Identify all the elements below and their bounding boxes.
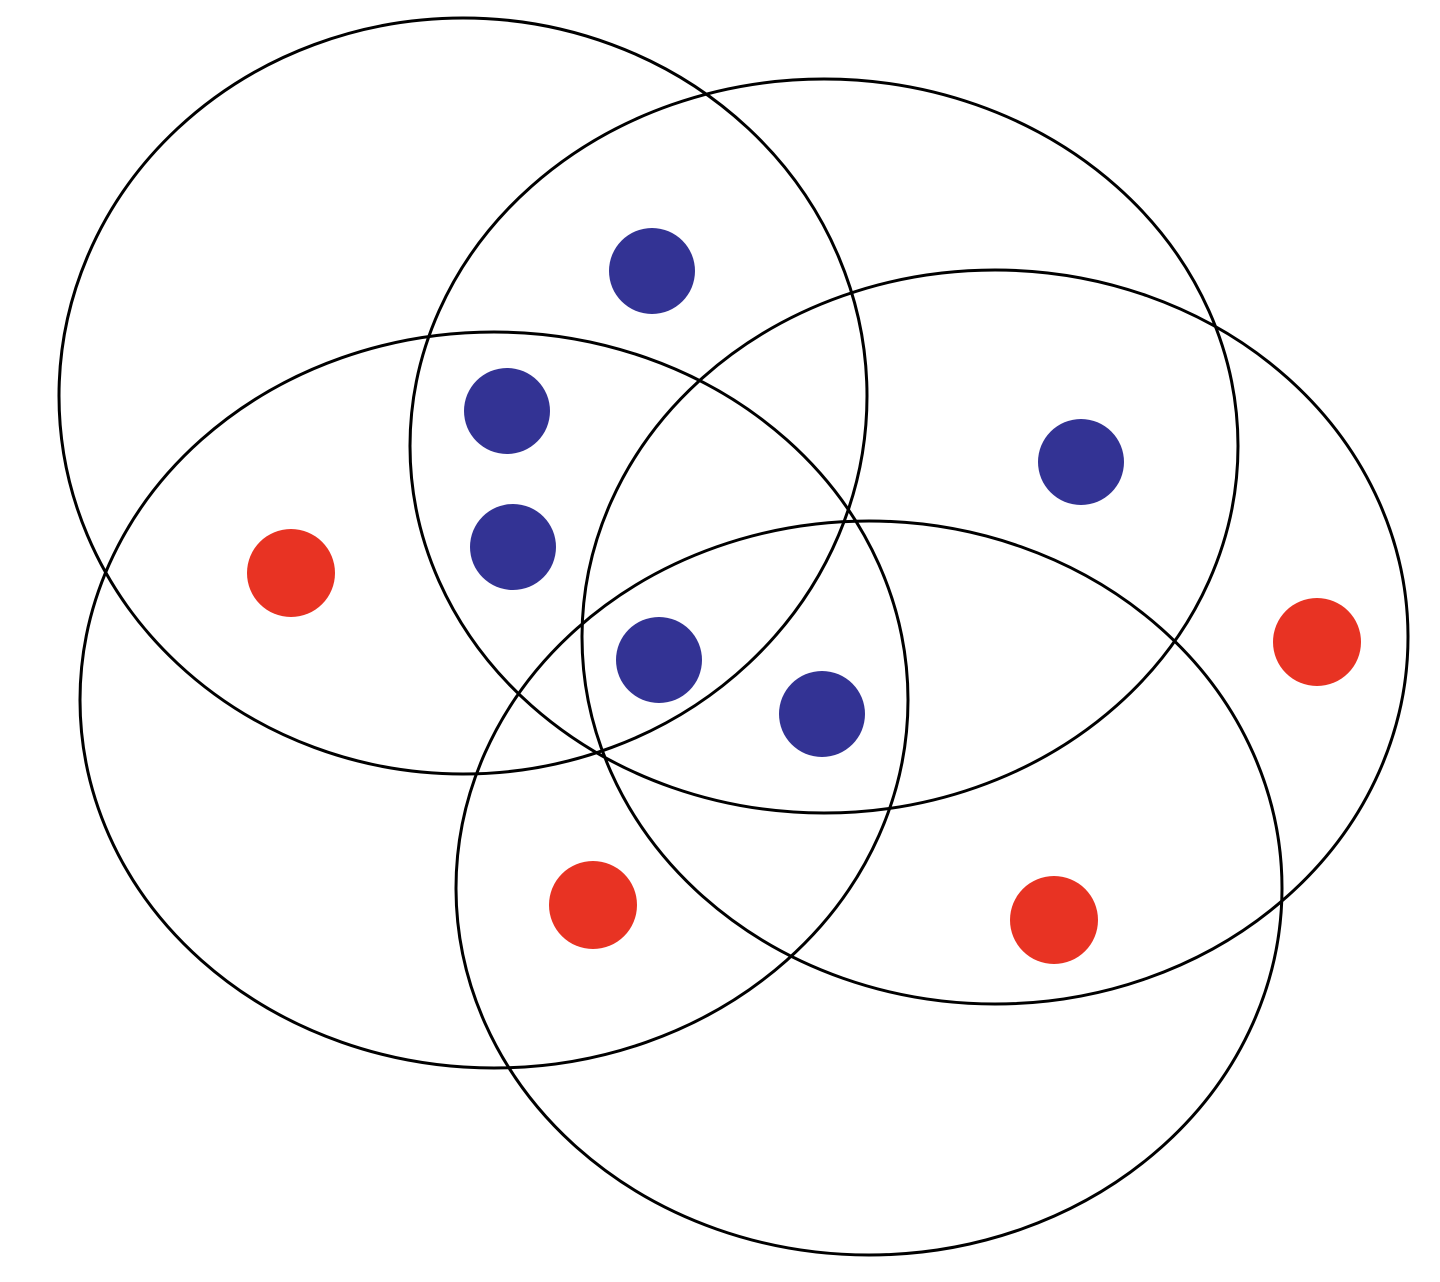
blue-dot [464, 368, 550, 454]
ellipse-top-right [408, 77, 1240, 815]
ellipse-right [580, 268, 1410, 1006]
red-dot [1010, 876, 1098, 964]
blue-dot [470, 504, 556, 590]
ellipse-center-left [78, 330, 910, 1070]
dot-group [247, 228, 1361, 964]
ellipse-top-left [57, 16, 869, 776]
red-dot [1273, 598, 1361, 686]
blue-dot [609, 228, 695, 314]
blue-dot [616, 617, 702, 703]
red-dot [247, 529, 335, 617]
ellipse-bottom [454, 519, 1284, 1257]
red-dot [549, 861, 637, 949]
blue-dot [1038, 419, 1124, 505]
ellipse-group [57, 16, 1410, 1257]
blue-dot [779, 671, 865, 757]
